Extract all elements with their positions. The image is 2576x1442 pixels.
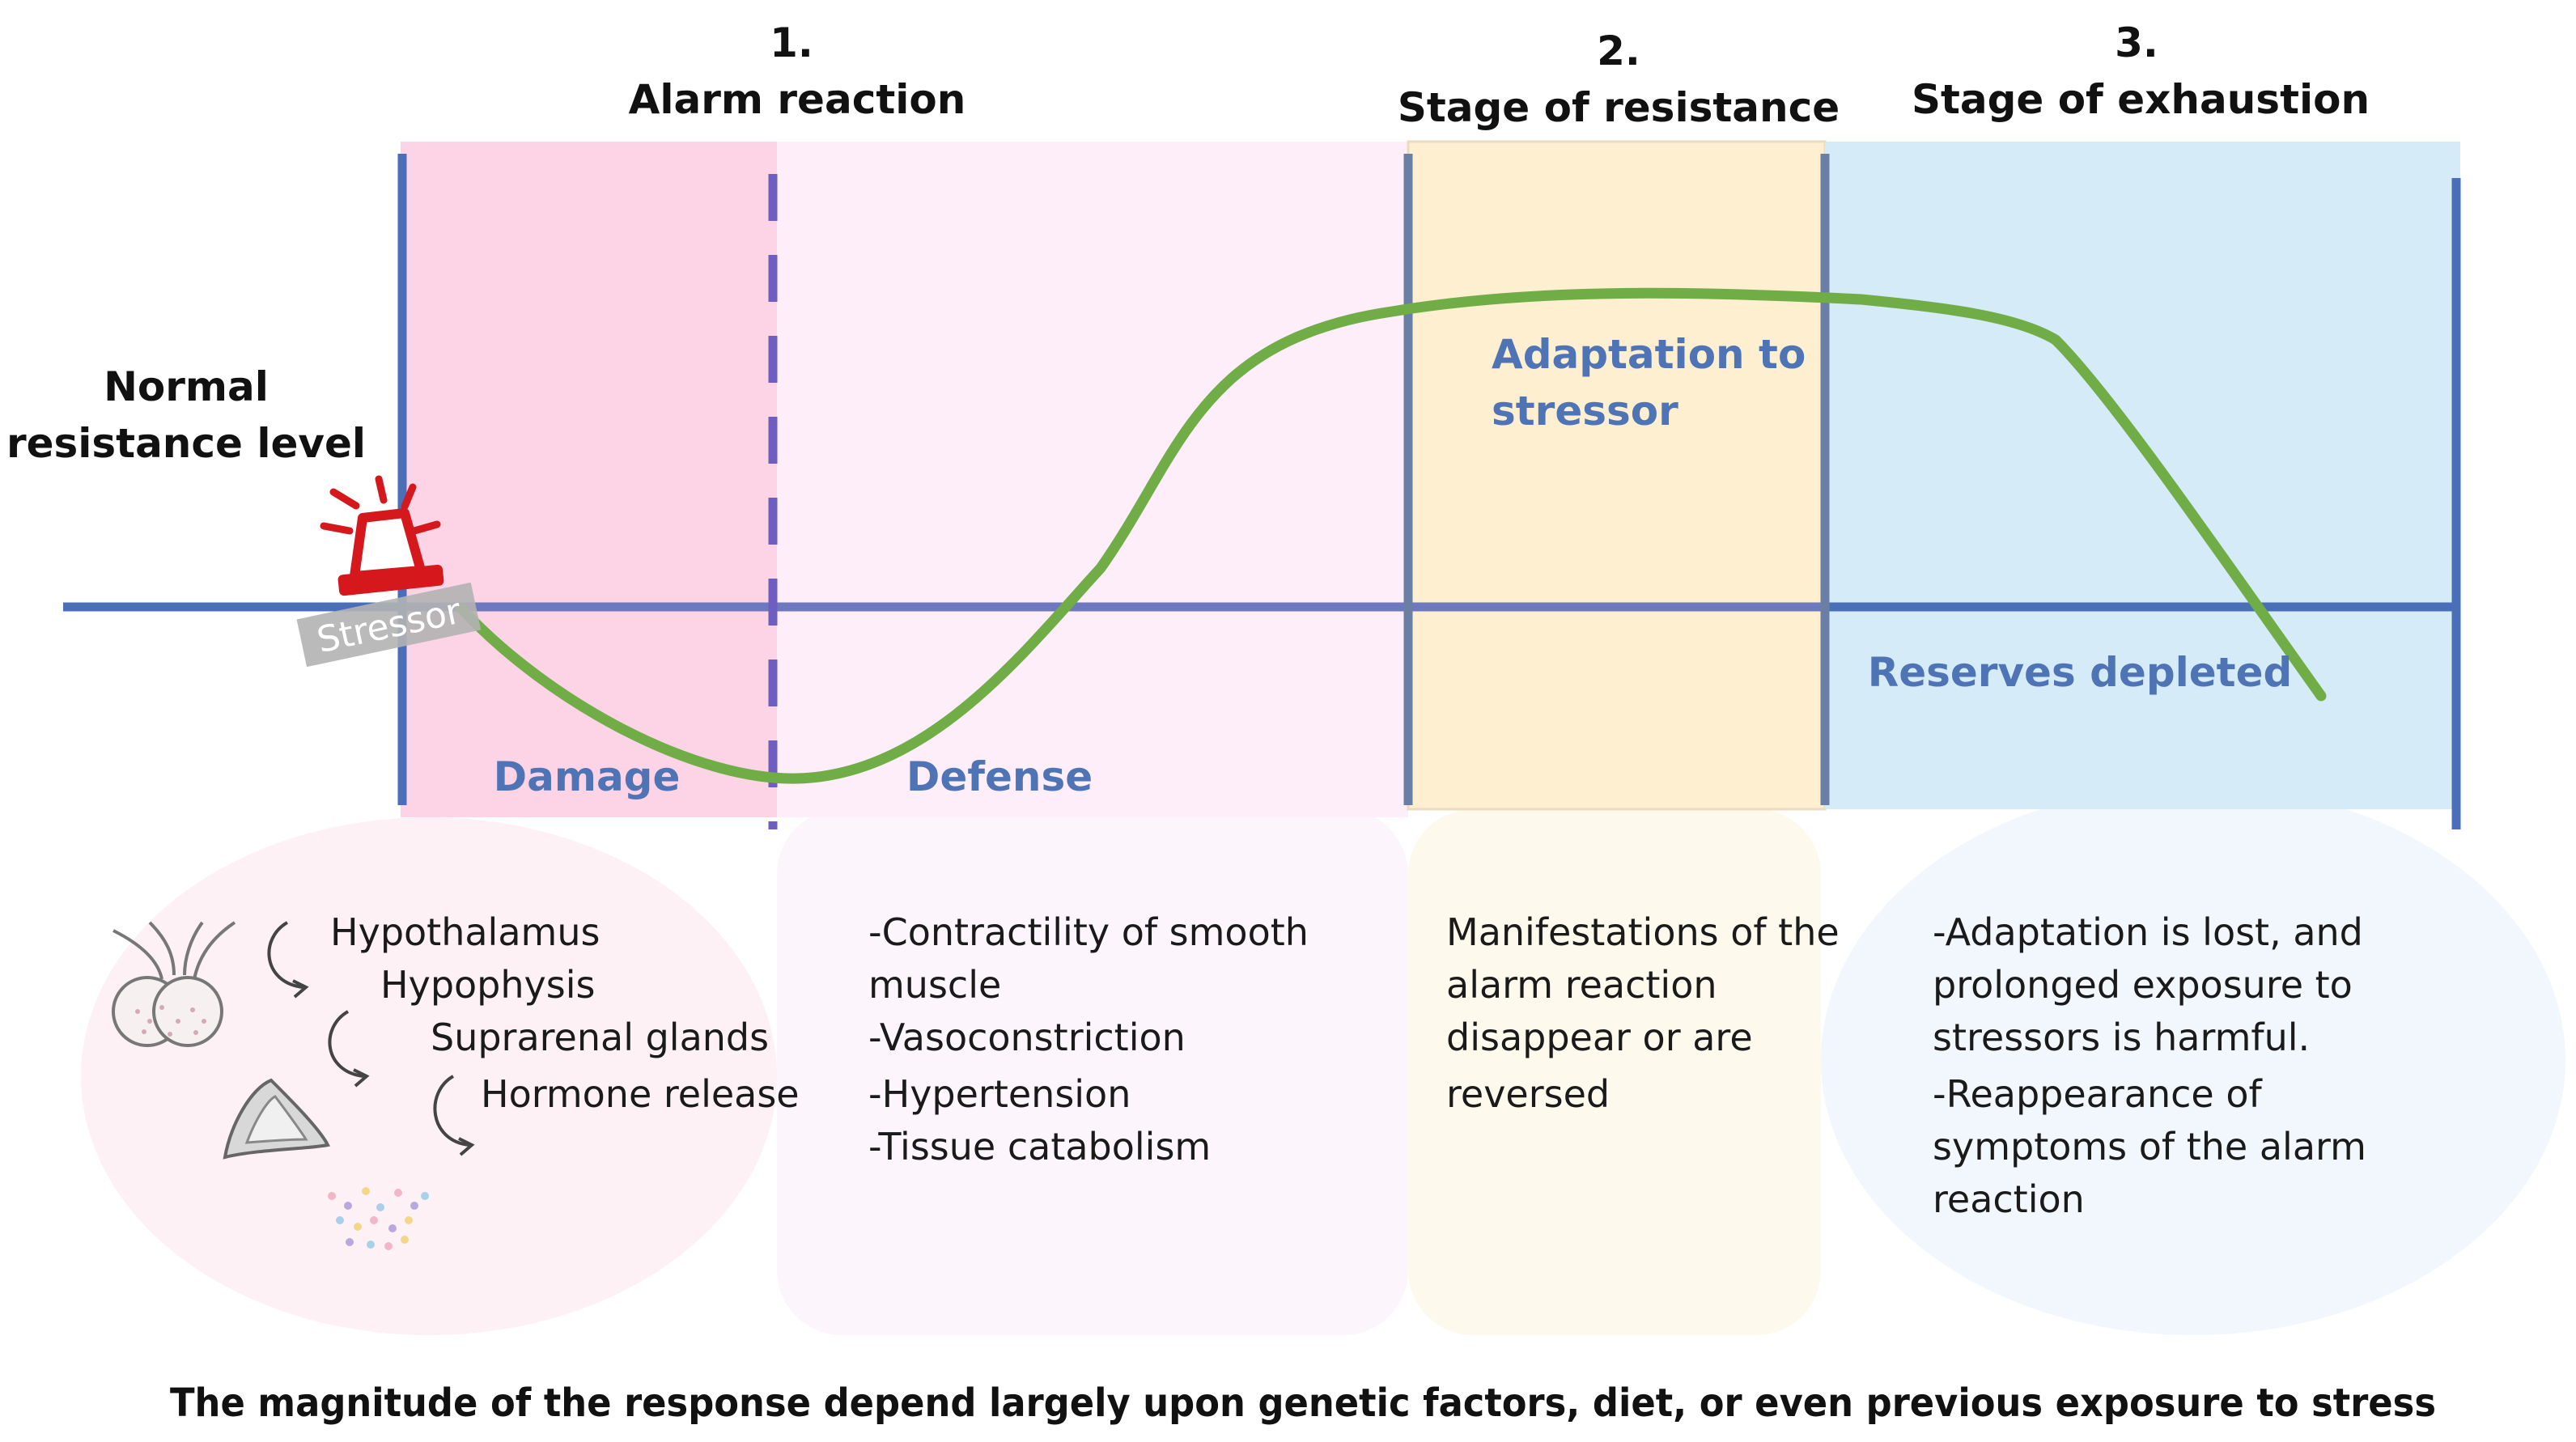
normal-level-label-line2: resistance level	[6, 420, 366, 467]
gland-dots-1	[135, 1005, 206, 1037]
defense-band	[777, 142, 1408, 817]
exhaustion-line-2: prolonged exposure to	[1933, 963, 2353, 1007]
stage-1-number: 1.	[770, 19, 813, 66]
alarm-chain-suprarenal-glands: Suprarenal glands	[431, 1016, 769, 1059]
damage-label: Damage	[494, 753, 681, 800]
exhaustion-line-1: -Adaptation is lost, and	[1933, 910, 2363, 954]
reserves-label: Reserves depleted	[1868, 649, 2293, 696]
resistance-line-4: reversed	[1446, 1072, 1610, 1116]
resistance-curve	[456, 287, 2327, 784]
resistance-line-1: Manifestations of the	[1446, 910, 1840, 954]
alarm-chain-hormone-release: Hormone release	[481, 1072, 800, 1116]
defense-bubble	[777, 809, 1408, 1335]
defense-line-5: -Tissue catabolism	[868, 1125, 1211, 1168]
resistance-bubble	[1408, 809, 1821, 1335]
adaptation-label-line1: Adaptation to	[1492, 331, 1806, 378]
defense-line-4: -Hypertension	[868, 1072, 1131, 1116]
exhaustion-line-3: stressors is harmful.	[1933, 1016, 2310, 1059]
resistance-band	[1407, 140, 1827, 811]
exhaustion-line-6: reaction	[1933, 1177, 2085, 1221]
chain-arrow-icons	[267, 921, 475, 1156]
defense-label: Defense	[906, 753, 1093, 800]
exhaustion-line-4: -Reappearance of	[1933, 1072, 2263, 1116]
alarm-chain-hypophysis: Hypophysis	[380, 963, 595, 1007]
footer-note: The magnitude of the response depend lar…	[170, 1381, 2436, 1426]
normal-level-label-line1: Normal	[104, 363, 269, 410]
hypothalamus-gland-icon	[112, 921, 236, 1047]
exhaustion-bubble	[1821, 785, 2565, 1335]
adaptation-label-line2: stressor	[1492, 388, 1678, 435]
defense-line-3: -Vasoconstriction	[868, 1016, 1186, 1059]
stage-1-title: Alarm reaction	[629, 76, 966, 123]
defense-line-2: muscle	[868, 963, 1001, 1007]
exhaustion-band	[1825, 142, 2460, 809]
alarm-bubble	[81, 817, 777, 1335]
stage-2-title: Stage of resistance	[1398, 84, 1840, 131]
hormone-particles-icon	[328, 1187, 429, 1250]
stage-3-title: Stage of exhaustion	[1912, 76, 2370, 123]
defense-line-1: -Contractility of smooth	[868, 910, 1309, 954]
resistance-line-2: alarm reaction	[1446, 963, 1717, 1007]
resistance-line-3: disappear or are	[1446, 1016, 1753, 1059]
siren-icon	[320, 475, 444, 596]
stage-3-number: 3.	[2115, 19, 2158, 66]
suprarenal-gland-icon	[223, 1078, 330, 1160]
stage-2-number: 2.	[1597, 28, 1640, 74]
alarm-chain-hypothalamus: Hypothalamus	[330, 910, 600, 954]
exhaustion-line-5: symptoms of the alarm	[1933, 1125, 2366, 1168]
